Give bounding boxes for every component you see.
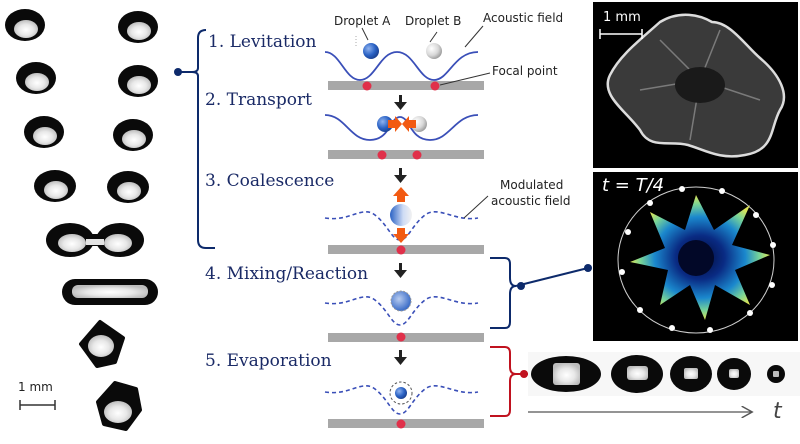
step-coalescence: 3. Coalescence [205, 171, 335, 191]
step-mixing-reaction: 4. Mixing/Reaction [205, 264, 369, 284]
step2-schematic [324, 114, 484, 160]
left-connector [174, 68, 192, 76]
top-scale-label: 1 mm [603, 10, 641, 25]
transducer-1 [328, 81, 484, 90]
step5-connector [516, 370, 530, 378]
modulated-wave-5 [324, 385, 479, 415]
step-evaporation: 5. Evaporation [205, 351, 332, 371]
step4-schematic [324, 290, 484, 342]
step3-schematic [324, 187, 489, 255]
droplet-b [426, 43, 442, 59]
step4-connector [515, 264, 592, 290]
steps-1-3-bracket [191, 29, 215, 249]
transducer-3 [328, 245, 484, 254]
left-scale-label: 1 mm [18, 380, 53, 394]
evaporation-strip [528, 352, 800, 412]
force-arrow-down [393, 228, 409, 243]
droplet-pair-1 [5, 9, 158, 43]
acoustic-wave-1 [324, 51, 479, 81]
droplet-a [363, 43, 379, 59]
down-arrow-1 [394, 95, 407, 110]
droplet-oscillating-1 [79, 320, 125, 368]
droplet-a-label: Droplet A [334, 14, 391, 28]
step5-bracket [490, 346, 517, 417]
droplet-coalescing [46, 223, 144, 257]
focal-point [430, 81, 440, 91]
force-arrow-right [388, 116, 402, 132]
transducer-4 [328, 333, 484, 342]
acoustic-field-label: Acoustic field [483, 11, 564, 25]
modulated-field-label-2: acoustic field [491, 194, 571, 208]
force-arrow-left [402, 116, 416, 132]
droplet-b-label: Droplet B [405, 14, 462, 28]
focal-point-label: Focal point [492, 64, 558, 78]
step5-schematic [324, 381, 484, 429]
velocity-field-panel [593, 172, 798, 341]
droplet-pair-4 [34, 170, 149, 203]
down-arrow-2 [394, 168, 407, 183]
time-axis-label: t [773, 399, 782, 424]
droplet-elongated [62, 279, 158, 305]
left-scale-bar [19, 400, 56, 410]
step-levitation: 1. Levitation [208, 32, 317, 52]
step4-bracket [490, 257, 517, 329]
time-label: t = T/4 [602, 175, 665, 196]
modulated-field-label-1: Modulated [500, 178, 564, 192]
droplet-pair-3 [24, 116, 153, 151]
step-transport: 2. Transport [205, 90, 312, 110]
droplet-oscillating-2 [96, 381, 142, 431]
transducer-5 [328, 419, 484, 428]
modulated-wave-4 [324, 296, 479, 326]
down-arrow-4 [394, 350, 407, 365]
droplet-pair-2 [16, 62, 158, 97]
focal-point [362, 81, 372, 91]
down-arrow-3 [394, 263, 407, 278]
star-droplet-panel [593, 2, 798, 168]
transducer-2 [328, 150, 484, 159]
force-arrow-up [393, 187, 409, 202]
left-droplet-sequence [5, 9, 158, 431]
step1-schematic [324, 25, 491, 91]
acoustic-wave-2 [324, 114, 479, 141]
